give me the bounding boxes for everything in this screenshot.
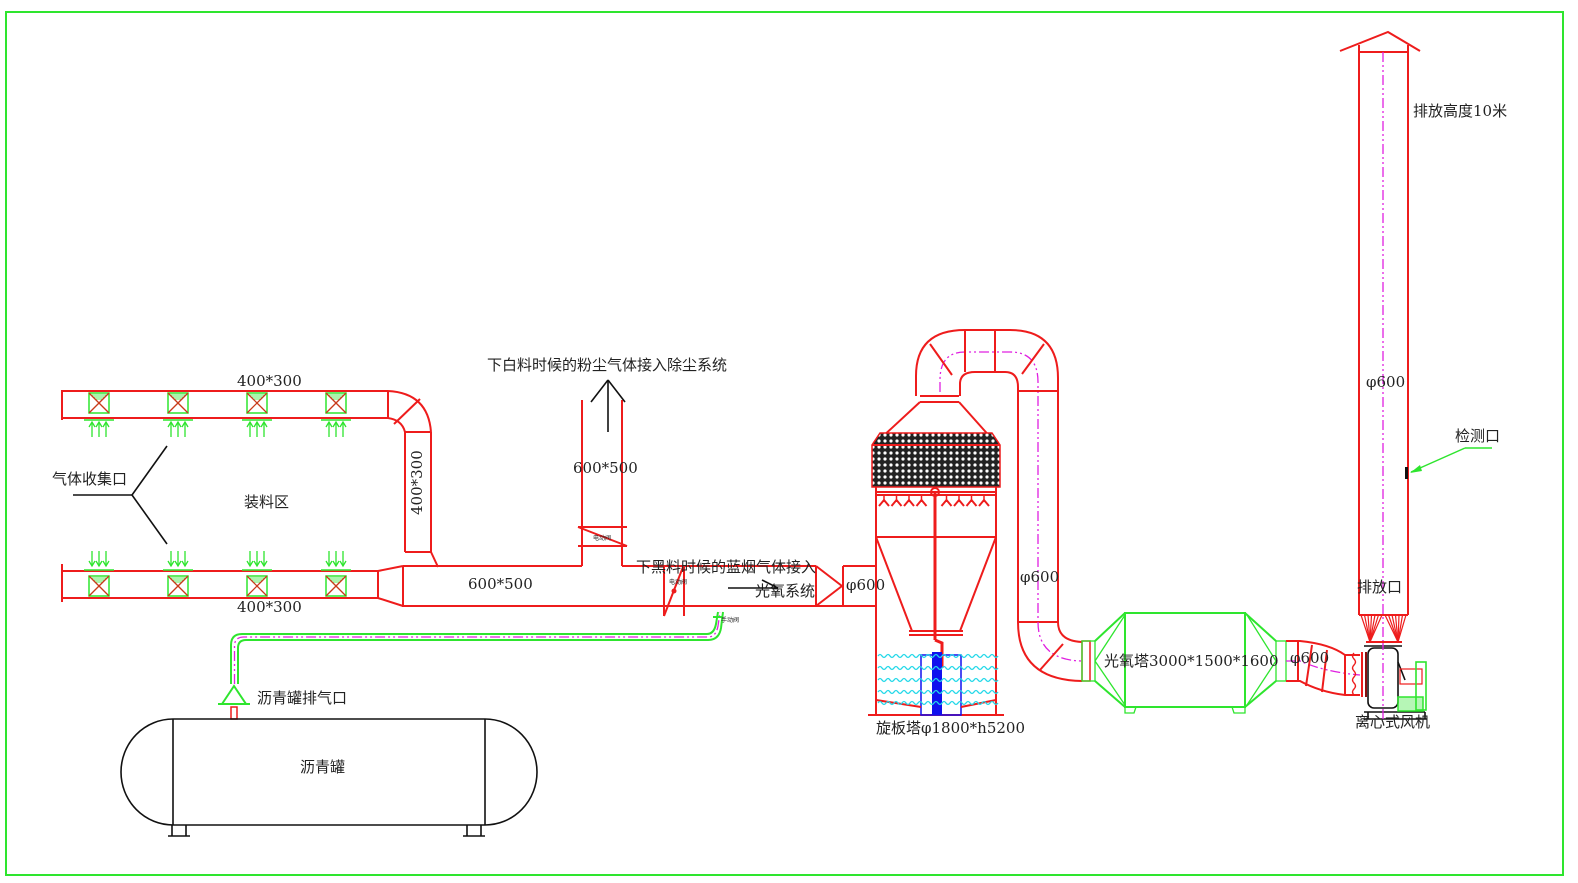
collection-hood [321,551,351,597]
collection-hood [242,551,272,597]
collection-hood [163,551,193,597]
bottom-collection-duct [61,564,404,607]
drawing-border [5,11,1564,876]
collection-hoods [84,392,351,597]
branch-duct [577,400,628,566]
electric-valve-label: 电动阀 [593,534,611,542]
photo-oxidation-tower-label: 光氧塔3000*1500*1600 [1104,652,1279,670]
gas-collection-inlet-label: 气体收集口 [52,470,127,488]
exhaust-stack [1339,30,1421,650]
up-arrow-icon [590,379,626,432]
manual-valve-label: 手动阀 [721,616,739,624]
collection-hood [163,392,193,437]
stack-diameter-label: φ600 [1366,373,1405,391]
electric-valve-2-label: 电动阀 [669,578,687,586]
asphalt-tank-vent-label: 沥青罐排气口 [257,689,347,707]
spray-tower [868,395,1004,716]
asphalt-tank-label: 沥青罐 [300,758,345,776]
bottom-duct-size-label: 400*300 [237,598,302,616]
top-collection-duct [61,390,432,433]
fan-inlet-duct [1286,640,1367,697]
gas-collection-callout [73,445,168,545]
right-arrow-icon [728,579,779,589]
fan-inlet-diameter-label: φ600 [1290,649,1329,667]
exhaust-port-label: 排放口 [1357,578,1402,596]
collection-hood [321,392,351,437]
riser-diameter-label: φ600 [1020,568,1059,586]
collection-hood [84,551,114,597]
gooseneck-duct [915,329,1083,682]
spray-tower-label: 旋板塔φ1800*h5200 [876,719,1025,737]
centrifugal-fan-label: 离心式风机 [1355,713,1430,731]
inlet-diameter-label: φ600 [846,576,885,594]
main-duct-size-label: 600*500 [468,575,533,593]
centrifugal-fan [1364,640,1427,720]
main-duct [402,565,876,607]
black-material-note-line1: 下黑料时候的蓝烟气体接入 [636,558,816,576]
main-electric-valve [663,566,685,617]
top-duct-size-label: 400*300 [237,372,302,390]
vertical-connecting-duct [404,432,439,568]
asphalt-tank [120,718,538,837]
branch-duct-size-label: 600*500 [573,459,638,477]
collection-hood [242,392,272,437]
sampling-port-label: 检测口 [1455,427,1500,445]
photo-oxidation-tower [1081,612,1287,714]
branch-note-label: 下白料时候的粉尘气体接入除尘系统 [487,356,727,374]
sampling-port-leader [1410,447,1492,473]
stack-height-label: 排放高度10米 [1413,102,1507,120]
collection-hood [84,392,114,437]
black-material-note-line2: 光氧系统 [755,582,815,600]
asphalt-vent-pipe [218,611,724,720]
loading-area-label: 装料区 [244,493,289,511]
vertical-duct-size-label: 400*300 [408,450,426,515]
